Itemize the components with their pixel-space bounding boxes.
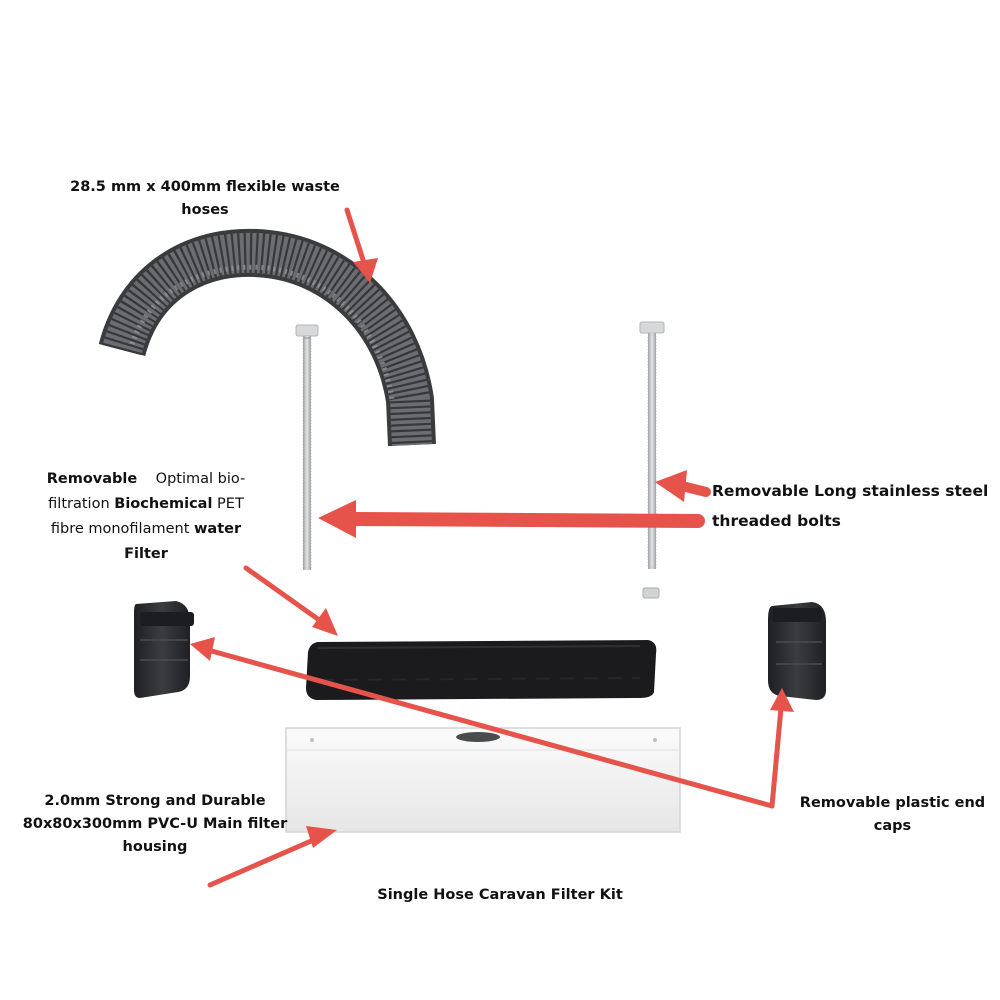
filter-label: Removable Optimal bio- filtration Bioche…: [38, 467, 254, 567]
filter-label-text-1: Optimal bio-: [155, 471, 246, 487]
bolts-label-line-2: threaded bolts: [712, 512, 841, 530]
filter-label-text-2: filtration: [48, 496, 110, 512]
end-caps-label: Removable plastic end caps: [799, 795, 986, 834]
filter-label-text-3: PET: [217, 496, 244, 512]
housing-label-line-2: 80x80x300mm PVC-U Main filter: [22, 816, 288, 832]
housing-label-line-3: housing: [122, 839, 188, 855]
filter-label-bold-1: Removable: [46, 471, 138, 487]
bolts-label-line-1: Removable Long stainless steel: [712, 482, 989, 500]
filter-label-bold-3: water: [194, 521, 242, 537]
hose-icon: [98, 228, 436, 447]
housing-label-line-1: 2.0mm Strong and Durable: [44, 793, 266, 809]
filter-sponge-icon: [306, 640, 657, 700]
threaded-bolt-icon: [295, 324, 319, 570]
end-cap-icon: [768, 602, 826, 700]
filter-label-bold-2: Biochemical: [114, 496, 213, 512]
threaded-bolt-icon: [639, 321, 665, 599]
filter-label-text-4: fibre monofilament: [50, 521, 190, 537]
end-cap-icon: [134, 601, 194, 698]
diagram-caption: Single Hose Caravan Filter Kit: [377, 887, 623, 903]
housing-icon: [285, 727, 681, 833]
filter-label-bold-4: Filter: [124, 546, 168, 562]
hose-label: 28.5 mm x 400mm flexible waste hoses: [70, 179, 340, 218]
housing-label: 2.0mm Strong and Durable 80x80x300mm PVC…: [20, 790, 290, 859]
arrow-icon: [190, 207, 794, 888]
bolts-label: Removable Long stainless steel threaded …: [712, 476, 998, 536]
